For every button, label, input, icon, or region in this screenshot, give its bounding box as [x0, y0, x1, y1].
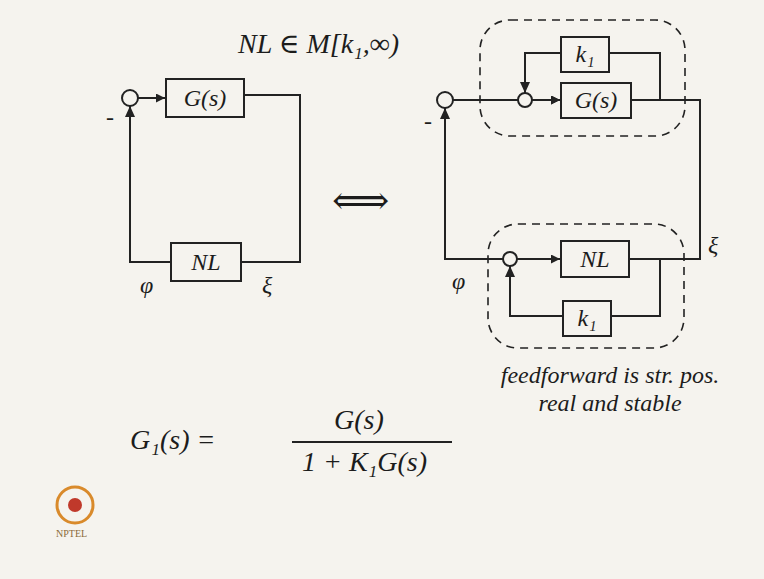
block-label: NL	[191, 249, 220, 275]
block-label: k₁	[576, 41, 595, 67]
block-label: k₁	[578, 305, 597, 331]
summing-junction	[437, 92, 453, 108]
sign-label: -	[106, 104, 114, 132]
watermark: NPTEL	[56, 528, 87, 540]
formula-denominator: 1 + K₁G(s)	[302, 446, 427, 478]
signal-wire	[130, 98, 170, 262]
summing-junction	[122, 90, 138, 106]
fraction-bar	[292, 441, 452, 443]
block-box: k₁	[560, 36, 610, 73]
signal-wire	[242, 95, 300, 262]
dashed-region	[488, 224, 684, 348]
block-box: NL	[560, 240, 630, 278]
arrowhead	[505, 266, 515, 277]
equivalence-symbol: ⟺	[332, 178, 389, 224]
summing-junction	[503, 252, 517, 266]
logo-ring	[57, 487, 93, 523]
dashed-region	[480, 20, 685, 136]
signal-name: φ	[452, 268, 465, 296]
set-condition: NL ∈ M[k₁,∞)	[238, 28, 399, 60]
signal-wire	[445, 100, 560, 259]
annotation-note: feedforward is str. pos. real and stable	[500, 362, 720, 417]
sign-label: -	[424, 108, 432, 136]
arrowhead	[440, 108, 450, 119]
block-label: G(s)	[184, 85, 227, 111]
formula-numerator: G(s)	[334, 404, 384, 436]
block-box: k₁	[562, 300, 612, 337]
block-box: G(s)	[165, 78, 245, 118]
formula-lhs: G₁(s) =	[130, 424, 215, 456]
block-label: NL	[580, 246, 609, 272]
block-box: NL	[170, 242, 242, 282]
signal-wire	[630, 100, 700, 259]
signal-name: ξ	[262, 272, 272, 300]
signal-name: ξ	[708, 232, 718, 260]
arrowhead	[520, 82, 530, 93]
arrowhead	[125, 106, 135, 117]
logo-dot	[68, 498, 82, 512]
signal-name: φ	[140, 272, 153, 300]
block-label: G(s)	[575, 87, 618, 113]
summing-junction	[518, 93, 532, 107]
signal-wire	[525, 53, 560, 100]
signal-wire	[510, 259, 562, 316]
block-box: G(s)	[560, 82, 632, 119]
